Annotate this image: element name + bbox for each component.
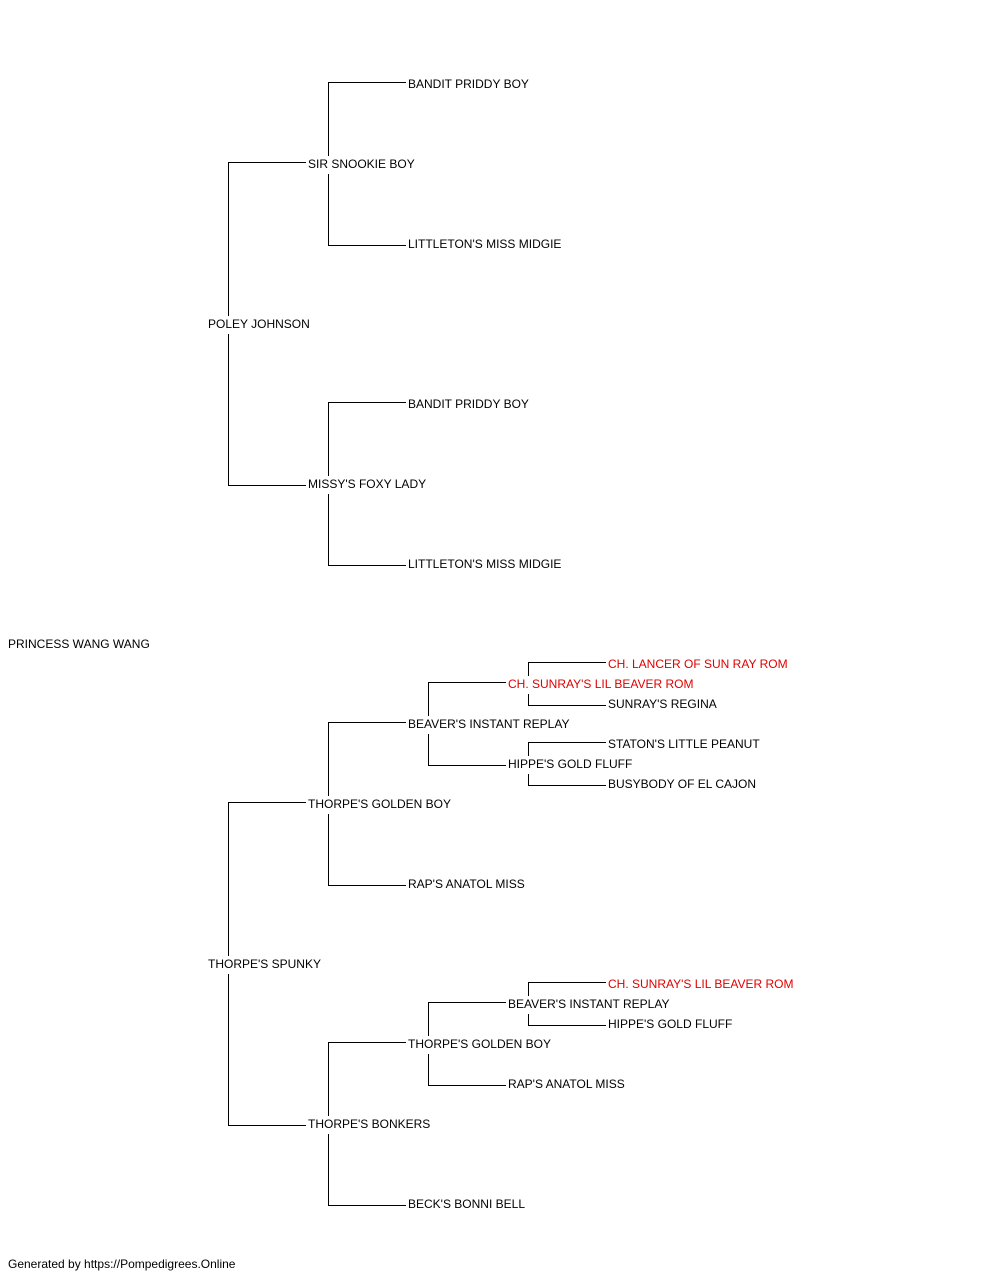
dam-sire-sire-sire-sire-name[interactable]: CH. LANCER OF SUN RAY ROM bbox=[608, 657, 788, 671]
dam-sire-sire-sire-dam-name[interactable]: SUNRAY'S REGINA bbox=[608, 697, 717, 711]
dam-name[interactable]: THORPE'S SPUNKY bbox=[208, 957, 321, 971]
sire-sire-sire-name[interactable]: BANDIT PRIDDY BOY bbox=[408, 77, 529, 91]
dam-sire-name[interactable]: THORPE'S GOLDEN BOY bbox=[308, 797, 451, 811]
dam-dam-sire-name[interactable]: THORPE'S GOLDEN BOY bbox=[408, 1037, 551, 1051]
dam-dam-sire-sire-dam-name[interactable]: HIPPE'S GOLD FLUFF bbox=[608, 1017, 733, 1031]
dam-dam-sire-dam-name[interactable]: RAP'S ANATOL MISS bbox=[508, 1077, 625, 1091]
sire-sire-dam-name[interactable]: LITTLETON'S MISS MIDGIE bbox=[408, 237, 562, 251]
sire-name[interactable]: POLEY JOHNSON bbox=[208, 317, 310, 331]
dam-dam-sire-sire-name[interactable]: BEAVER'S INSTANT REPLAY bbox=[508, 997, 670, 1011]
dam-sire-sire-name[interactable]: BEAVER'S INSTANT REPLAY bbox=[408, 717, 570, 731]
dam-dam-sire-sire-sire-name[interactable]: CH. SUNRAY'S LIL BEAVER ROM bbox=[608, 977, 794, 991]
footer-credit: Generated by https://Pompedigrees.Online bbox=[8, 1257, 236, 1271]
dam-sire-dam-name[interactable]: RAP'S ANATOL MISS bbox=[408, 877, 525, 891]
dam-sire-sire-sire-name[interactable]: CH. SUNRAY'S LIL BEAVER ROM bbox=[508, 677, 694, 691]
sire-sire-name[interactable]: SIR SNOOKIE BOY bbox=[308, 157, 415, 171]
dam-sire-sire-dam-name[interactable]: HIPPE'S GOLD FLUFF bbox=[508, 757, 633, 771]
dam-dam-dam-name[interactable]: BECK'S BONNI BELL bbox=[408, 1197, 525, 1211]
sire-dam-sire-name[interactable]: BANDIT PRIDDY BOY bbox=[408, 397, 529, 411]
dam-dam-name[interactable]: THORPE'S BONKERS bbox=[308, 1117, 431, 1131]
sire-dam-dam-name[interactable]: LITTLETON'S MISS MIDGIE bbox=[408, 557, 562, 571]
dam-sire-sire-dam-sire-name[interactable]: STATON'S LITTLE PEANUT bbox=[608, 737, 760, 751]
subject-name[interactable]: PRINCESS WANG WANG bbox=[8, 637, 150, 651]
sire-dam-name[interactable]: MISSY'S FOXY LADY bbox=[308, 477, 427, 491]
dam-sire-sire-dam-dam-name[interactable]: BUSYBODY OF EL CAJON bbox=[608, 777, 757, 791]
